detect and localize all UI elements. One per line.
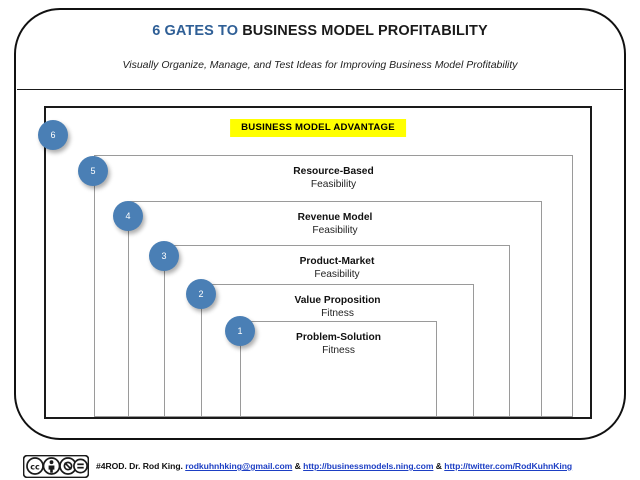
gate-number-4[interactable]: 4 [113,201,143,231]
header-divider [17,89,623,90]
gate-number-2[interactable]: 2 [186,279,216,309]
gate-number-1[interactable]: 1 [225,316,255,346]
gate-label-resource-based: Resource-Based Feasibility [95,165,572,191]
business-model-advantage-banner: BUSINESS MODEL ADVANTAGE [230,119,406,137]
footer-credit-line: #4ROD. Dr. Rod King. rodkuhnhking@gmail.… [96,461,572,471]
page-title: 6 GATES TO BUSINESS MODEL PROFITABILITY [16,23,624,39]
page-subtitle: Visually Organize, Manage, and Test Idea… [122,59,518,71]
footer-twitter-link[interactable]: http://twitter.com/RodKuhnKing [444,461,573,471]
gate-label-problem-solution: Problem-Solution Fitness [241,331,436,357]
footer-website-link[interactable]: http://businessmodels.ning.com [303,461,434,471]
gate-title-value-proposition: Value Proposition [294,295,381,306]
footer-separator-2: & [433,461,445,471]
gate-title-revenue-model: Revenue Model [297,212,373,223]
gate-subtitle-revenue-model: Feasibility [312,225,358,237]
gate-label-product-market: Product-Market Feasibility [165,255,509,281]
page-title-accent: 6 GATES TO [152,23,243,39]
gate-title-product-market: Product-Market [299,256,375,267]
gate-label-value-proposition: Value Proposition Fitness [202,294,473,320]
gate-title-resource-based: Resource-Based [293,166,374,177]
svg-text:cc: cc [30,462,40,471]
gate-subtitle-resource-based: Feasibility [310,179,357,191]
gate-title-problem-solution: Problem-Solution [296,332,381,343]
gate-number-3[interactable]: 3 [149,241,179,271]
gate-box-problem-solution[interactable]: Problem-Solution Fitness [240,321,437,417]
footer-author: #4ROD. Dr. Rod King. [96,461,183,471]
page-title-rest: BUSINESS MODEL PROFITABILITY [242,23,488,39]
footer-separator-1: & [292,461,304,471]
footer-email-link[interactable]: rodkuhnhking@gmail.com [185,461,293,471]
header: 6 GATES TO BUSINESS MODEL PROFITABILITY … [16,10,624,90]
gate-subtitle-problem-solution: Fitness [322,345,355,357]
diagram-container: BUSINESS MODEL ADVANTAGE Resource-Based … [38,106,592,419]
slide-frame: 6 GATES TO BUSINESS MODEL PROFITABILITY … [14,8,626,440]
gate-number-5[interactable]: 5 [78,156,108,186]
creative-commons-badge: cc [23,454,89,478]
gate-subtitle-product-market: Feasibility [314,269,360,281]
gate-label-revenue-model: Revenue Model Feasibility [129,211,541,237]
gate-number-6[interactable]: 6 [38,120,68,150]
gate-subtitle-value-proposition: Fitness [321,308,354,320]
footer: cc #4ROD. Dr. Rod King. rodkuhnhking@gma… [0,452,640,480]
